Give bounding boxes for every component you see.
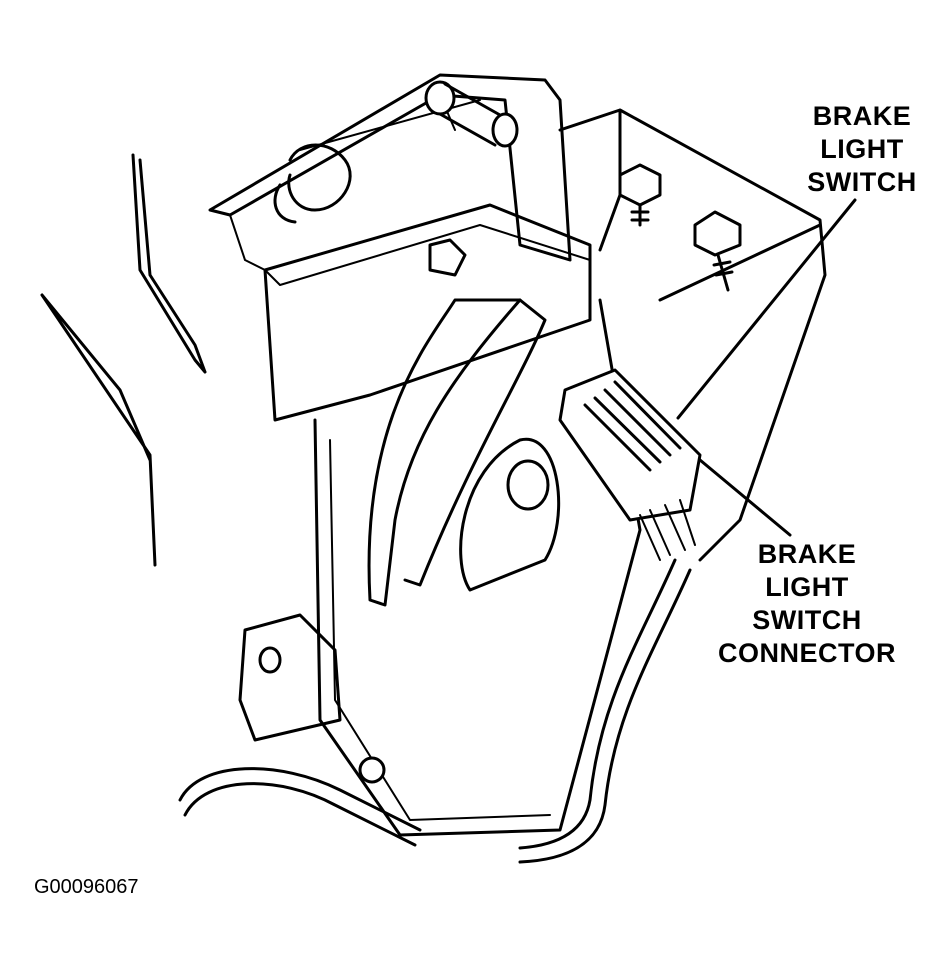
- pedal-arm-rear: [403, 298, 547, 587]
- lower-harness: [178, 767, 422, 847]
- figure-id: G00096067: [34, 876, 139, 898]
- brake-light-switch-label: BRAKE LIGHT SWITCH: [792, 100, 932, 199]
- mounting-nut-1: [618, 163, 662, 227]
- switch-connector-body: [558, 368, 702, 522]
- switch-plunger-body: [459, 437, 561, 592]
- top-bracket: [208, 73, 572, 262]
- break-line: [40, 153, 207, 567]
- bracket-stud: [428, 238, 467, 277]
- harness-clip: [358, 756, 386, 784]
- label-line: CONNECTOR: [717, 638, 896, 668]
- leader-line-switch: [676, 198, 857, 420]
- switch-plunger-end: [506, 459, 550, 511]
- mounting-bracket-body: [263, 203, 592, 422]
- brake-light-switch-connector-label: BRAKE LIGHT SWITCH CONNECTOR: [700, 538, 914, 670]
- brake-pedal-arm: [367, 298, 522, 607]
- mounting-nut-2: [693, 210, 742, 292]
- label-line: SWITCH: [752, 605, 862, 635]
- leader-line-connector: [698, 458, 792, 537]
- mounting-bracket-top-edge: [264, 224, 591, 286]
- wiring-harness: [518, 558, 692, 864]
- lower-bracket: [238, 613, 342, 742]
- label-line: SWITCH: [807, 167, 917, 197]
- label-line: LIGHT: [820, 134, 904, 164]
- pivot-pin-end: [491, 112, 519, 148]
- connector-wires: [639, 499, 696, 561]
- label-line: BRAKE: [812, 101, 912, 131]
- label-line: BRAKE: [757, 539, 857, 569]
- return-spring-clip: [273, 143, 352, 224]
- lower-bracket-bolt: [258, 646, 282, 674]
- pivot-pin-shaft: [438, 82, 502, 147]
- label-line: LIGHT: [765, 572, 849, 602]
